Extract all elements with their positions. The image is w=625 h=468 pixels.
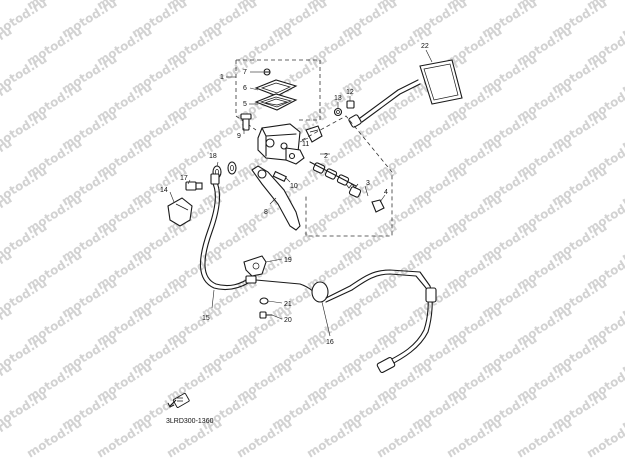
callout-14: 14 <box>160 187 168 194</box>
watermark-text: motod.ru <box>444 416 504 461</box>
callout-2: 2 <box>324 153 328 160</box>
callout-10: 10 <box>290 183 298 190</box>
watermark-text: motod.ru <box>94 416 154 461</box>
callout-8: 8 <box>264 209 268 216</box>
callout-16: 16 <box>326 339 334 346</box>
part-6-reservoir-cap[interactable] <box>254 79 298 97</box>
part-17-union-bolt[interactable] <box>185 181 203 191</box>
watermark-text: motod.ru <box>24 416 84 461</box>
part-14-cover[interactable] <box>167 197 193 227</box>
callout-12: 12 <box>346 89 354 96</box>
part-16-clutch-pipe[interactable] <box>255 269 437 374</box>
diagram-code: 3LRD300-1360 <box>166 418 214 425</box>
part-9-bolt[interactable] <box>240 113 252 131</box>
part-12-nut[interactable] <box>346 100 355 109</box>
callout-19: 19 <box>284 257 292 264</box>
part-15-clutch-hose[interactable] <box>199 173 257 291</box>
piston-kit-box <box>301 115 393 237</box>
part-10-pivot-bolt[interactable] <box>272 170 288 182</box>
part-20-bolt[interactable] <box>259 311 273 319</box>
part-11-clutch-switch[interactable] <box>305 125 323 143</box>
callout-20: 20 <box>284 317 292 324</box>
callout-17: 17 <box>180 175 188 182</box>
part-13-screw[interactable] <box>333 107 343 117</box>
callout-9: 9 <box>237 133 241 140</box>
part-5-diaphragm[interactable] <box>254 93 298 111</box>
callout-5: 5 <box>243 101 247 108</box>
part-22-mirror[interactable] <box>348 59 463 128</box>
callout-6: 6 <box>243 85 247 92</box>
watermark-text: motod.ru <box>584 416 625 461</box>
part-2-piston-kit[interactable] <box>309 161 357 187</box>
callout-3: 3 <box>366 180 370 187</box>
callout-22: 22 <box>421 43 429 50</box>
master-cylinder-body[interactable] <box>257 123 305 165</box>
watermark-text: motod.ru <box>374 416 434 461</box>
part-7-screw[interactable] <box>263 68 271 76</box>
watermark-text: motod.ru <box>514 416 574 461</box>
part-19-hose-clamp[interactable] <box>243 255 267 277</box>
callout-4: 4 <box>384 189 388 196</box>
front-arrow-icon <box>167 392 190 408</box>
callout-7: 7 <box>243 69 247 76</box>
callout-21: 21 <box>284 301 292 308</box>
part-3-spring[interactable] <box>345 183 362 198</box>
part-4-dust-boot[interactable] <box>371 199 385 213</box>
callout-1: 1 <box>220 74 224 81</box>
callout-11: 11 <box>302 141 309 148</box>
callout-15: 15 <box>202 315 210 322</box>
callout-18: 18 <box>209 153 217 160</box>
watermark-text: motod.ru <box>304 416 364 461</box>
callout-labels: 1 7 6 5 9 13 12 22 11 2 3 4 10 8 18 17 1… <box>160 43 429 346</box>
watermark-text: motod.ru <box>0 0 14 13</box>
callout-13: 13 <box>334 95 342 102</box>
part-21-washer[interactable] <box>259 297 269 305</box>
watermark-text: motod.ru <box>234 416 294 461</box>
leader-lines <box>169 49 433 337</box>
